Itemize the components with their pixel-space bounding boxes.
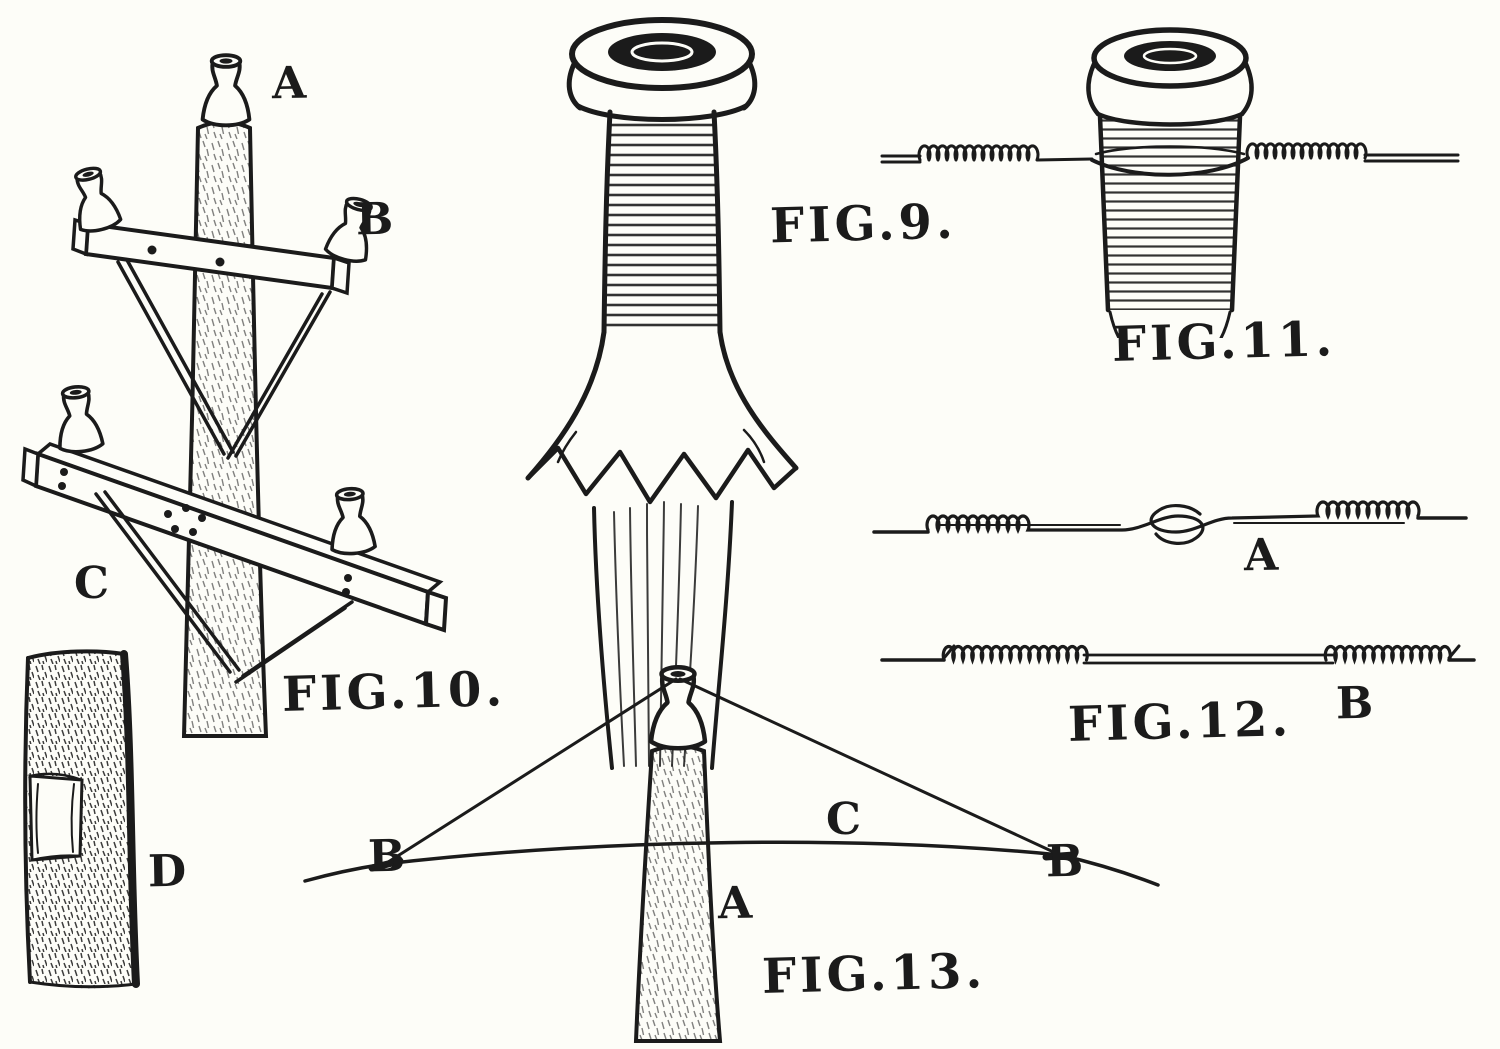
insulator-lower-left	[51, 382, 106, 456]
fig9-caption: FIG.9.	[769, 193, 958, 255]
fig10-label-d: D	[147, 845, 187, 898]
fig10-pole-crossarms-illustration	[21, 53, 449, 738]
fig10-label-a: A	[271, 57, 307, 110]
fig9-bottle-neck-illustration	[525, 17, 799, 770]
fig13-pole-top-tie-illustration	[303, 645, 1160, 1043]
fig12-splice-b-illustration	[880, 644, 1476, 665]
fig11-insulator-tie-illustration	[880, 27, 1460, 338]
insulator-lower-mid	[326, 485, 378, 557]
fig13-caption: FIG.13.	[761, 943, 987, 1005]
fig10-detail-d-illustration	[23, 649, 140, 989]
fig11-caption: FIG.11.	[1111, 311, 1337, 373]
fig12-splice-a-illustration	[872, 500, 1468, 545]
fig13-label-b-left: B	[367, 830, 406, 883]
insulator-a	[200, 53, 252, 128]
fig12-caption: FIG.12.	[1067, 691, 1293, 753]
fig10-label-c: C	[73, 557, 110, 610]
fig13-label-b-right: B	[1045, 835, 1084, 888]
fig12-label-a: A	[1243, 529, 1279, 582]
pole	[633, 744, 723, 1043]
fig10-label-b: B	[355, 193, 394, 246]
fig10-caption: FIG.10.	[281, 661, 507, 723]
pole	[181, 120, 269, 738]
fig12-label-b: B	[1335, 677, 1374, 730]
pole-top-insulator	[651, 667, 705, 748]
fig13-label-c: C	[825, 793, 862, 846]
fig13-label-a: A	[717, 877, 753, 930]
line-wire	[880, 142, 1460, 177]
